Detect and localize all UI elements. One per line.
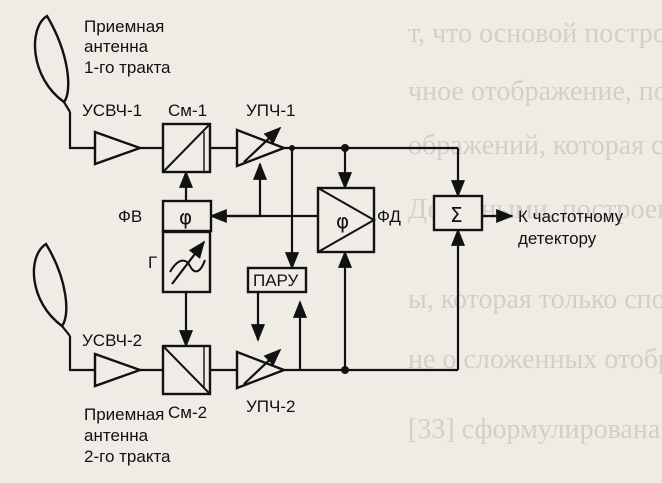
mixer-2-label: См-2 bbox=[168, 403, 207, 422]
mixer-2 bbox=[161, 344, 212, 396]
upch-2-amplifier bbox=[235, 348, 288, 390]
output-label-line: К частотному bbox=[518, 207, 624, 226]
antenna-1-label-line: Приемная bbox=[84, 17, 164, 36]
usvch-1-amplifier bbox=[93, 130, 144, 166]
paru-box bbox=[246, 266, 308, 294]
usvch-1-label: УСВЧ-1 bbox=[82, 101, 142, 120]
mixer-1-label: См-1 bbox=[168, 101, 207, 120]
antenna-1-label-line: 1-го тракта bbox=[84, 58, 171, 77]
summator-box bbox=[432, 194, 484, 232]
phase-shifter-box bbox=[161, 199, 213, 233]
wires bbox=[68, 112, 514, 372]
fv-label: ФВ bbox=[118, 207, 142, 226]
background-text-line: [33] сформулирована теория bbox=[408, 414, 662, 445]
sigma-symbol: Σ bbox=[450, 203, 463, 227]
antenna-2-label-line: антенна bbox=[84, 426, 149, 445]
background-text-line: ы, которая только способной bbox=[408, 284, 662, 315]
background-text-line: ображений, которая связана с bbox=[408, 130, 662, 161]
junction-dots bbox=[289, 144, 349, 374]
usvch-2-label: УСВЧ-2 bbox=[82, 331, 142, 350]
fv-phi-symbol: φ bbox=[179, 205, 192, 229]
antenna-2-label-line: 2-го тракта bbox=[84, 447, 171, 466]
antenna-1-label-line: антенна bbox=[84, 37, 149, 56]
output-label-line: детектору bbox=[518, 229, 597, 248]
fd-label: ФД bbox=[377, 207, 401, 226]
antenna-2-icon bbox=[32, 242, 71, 337]
background-text-line: т, что основой построения bbox=[408, 18, 662, 49]
phase-detector bbox=[316, 186, 377, 254]
usvch-2-amplifier bbox=[93, 352, 144, 388]
generator-box bbox=[161, 230, 212, 294]
antenna-2-label-line: Приемная bbox=[84, 405, 164, 424]
fd-phi-symbol: φ bbox=[336, 209, 349, 233]
generator-label: Г bbox=[148, 253, 157, 272]
upch-1-amplifier bbox=[235, 126, 288, 168]
mixer-1 bbox=[161, 122, 212, 174]
background-text-line: чное отображение, позволяю bbox=[408, 76, 662, 107]
upch-2-label: УПЧ-2 bbox=[246, 397, 295, 416]
upch-1-label: УПЧ-1 bbox=[246, 101, 295, 120]
paru-label: ПАРУ bbox=[253, 271, 299, 290]
antenna-1-icon bbox=[33, 14, 71, 113]
